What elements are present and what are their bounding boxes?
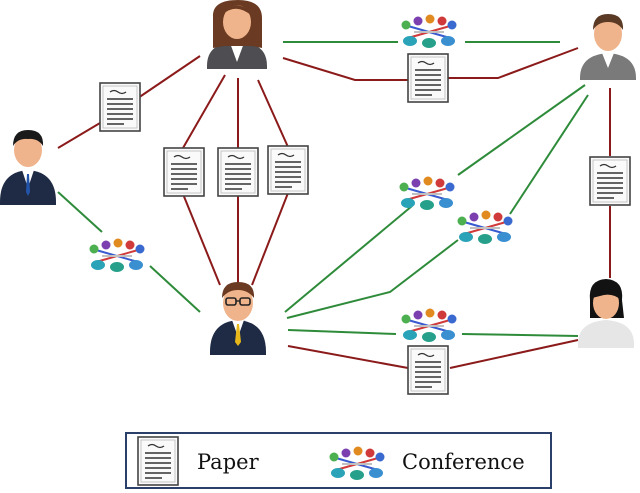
conference-link xyxy=(149,265,201,313)
researcher-woman-brown-hair-avatar xyxy=(207,0,267,69)
legend-paper-icon xyxy=(137,436,179,486)
paper-icon xyxy=(589,156,631,206)
conference-link xyxy=(57,191,103,233)
paper-icon xyxy=(217,147,259,197)
paper-icon xyxy=(163,147,205,197)
legend: Paper Conference xyxy=(125,432,552,489)
paper-icon xyxy=(267,145,309,195)
paper-icon xyxy=(99,82,141,132)
paper-link xyxy=(282,57,410,81)
conference-link xyxy=(286,239,459,319)
conference-icon xyxy=(400,307,458,343)
paper-link xyxy=(449,339,579,369)
paper-link xyxy=(257,79,289,148)
conference-icon xyxy=(398,175,456,211)
researcher-man-glasses-avatar xyxy=(210,282,266,355)
researcher-woman-black-hair-avatar xyxy=(578,279,634,348)
paper-link xyxy=(446,47,579,79)
conference-link xyxy=(509,94,589,215)
conference-link xyxy=(461,333,579,337)
conference-icon xyxy=(456,209,514,245)
paper-icon xyxy=(407,53,449,103)
paper-link xyxy=(57,122,101,149)
paper-link xyxy=(251,192,289,286)
legend-paper-label: Paper xyxy=(197,450,260,474)
conference-icon xyxy=(88,237,146,273)
researcher-man-suit-avatar xyxy=(0,130,56,205)
paper-link xyxy=(137,55,201,99)
researcher-man-grey-suit-avatar xyxy=(580,14,636,80)
conference-icon xyxy=(400,13,458,49)
paper-icon xyxy=(407,345,449,395)
legend-conference-label: Conference xyxy=(402,450,525,474)
conference-link xyxy=(284,205,413,313)
paper-link xyxy=(182,193,221,286)
paper-link xyxy=(287,345,409,369)
paper-link xyxy=(182,74,226,149)
conference-link xyxy=(457,84,586,176)
conference-link xyxy=(287,329,397,335)
